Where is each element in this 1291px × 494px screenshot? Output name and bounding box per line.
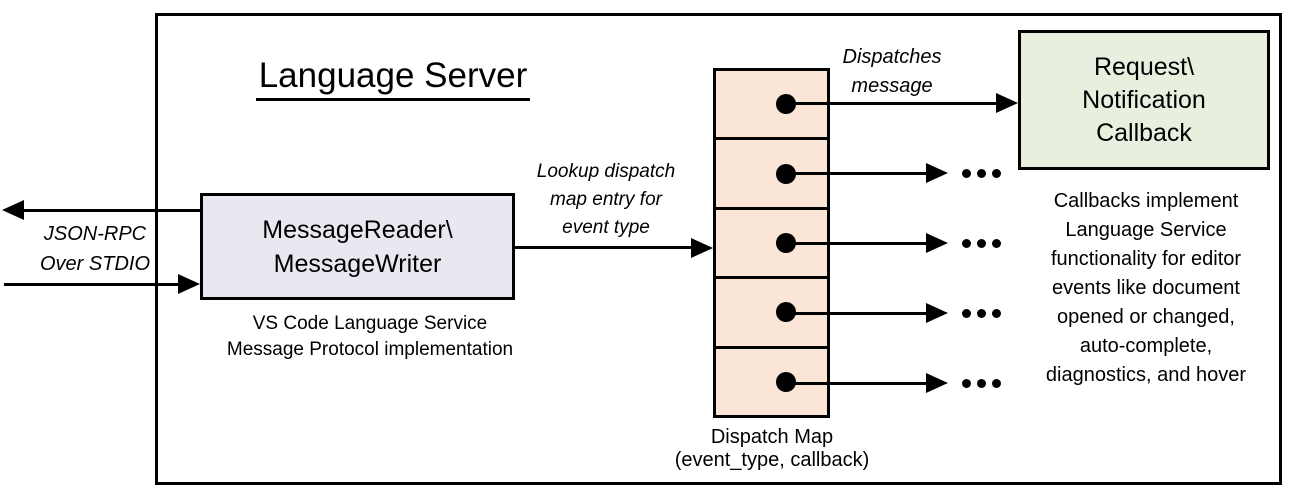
dispatch-map-caption: Dispatch Map (event_type, callback) (647, 426, 897, 472)
dispatch-arrow-1-line (786, 102, 998, 105)
callback-box-line3: Callback (1096, 118, 1192, 147)
dispatch-cell (716, 140, 827, 210)
dispatch-arrow-3-head-icon (926, 233, 948, 253)
callback-dot-icon (776, 371, 796, 392)
message-reader-writer-box: MessageReader\ MessageWriter (200, 193, 515, 300)
dispatches-label: Dispatches message (812, 43, 972, 101)
stdio-label: JSON-RPC Over STDIO (15, 219, 175, 279)
lookup-label-line2: map entry for (550, 189, 662, 210)
dispatch-arrow-1-head-icon (996, 93, 1018, 113)
callback-box-line2: Notification (1082, 85, 1206, 114)
language-server-boundary (155, 13, 1282, 485)
dispatch-cell (716, 209, 827, 280)
ellipsis-icon (958, 239, 1004, 248)
dispatches-label-line1: Dispatches (842, 46, 942, 68)
ellipsis-icon (958, 309, 1004, 318)
dispatches-label-line2: message (851, 75, 933, 97)
stdio-in-arrow-line (4, 283, 180, 286)
dispatch-arrow-4-head-icon (926, 303, 948, 323)
reader-caption-line2: Message Protocol implementation (226, 339, 514, 360)
ellipsis-icon (958, 169, 1004, 178)
reader-box-line2: MessageWriter (273, 249, 442, 278)
stdio-out-arrow-line (20, 209, 200, 212)
callbacks-note: Callbacks implement Language Service fun… (1028, 187, 1264, 390)
callbacks-note-line: diagnostics, and hover (1045, 364, 1247, 386)
callbacks-note-line: opened or changed, (1057, 306, 1235, 328)
lookup-arrow-line (515, 246, 693, 249)
reader-box-line1: MessageReader\ (262, 215, 453, 244)
lookup-label: Lookup dispatch map entry for event type (506, 158, 706, 242)
dispatch-arrow-5-line (786, 382, 926, 385)
callbacks-note-line: functionality for editor (1050, 248, 1242, 270)
dispatch-cell (716, 71, 827, 141)
dispatch-arrow-4-line (786, 312, 926, 315)
dispatch-arrow-3-line (786, 242, 926, 245)
stdio-label-line1: JSON-RPC (43, 223, 147, 245)
page-title-text: Language Server (255, 56, 531, 101)
map-caption-line1: Dispatch Map (710, 426, 834, 448)
page-title: Language Server (213, 56, 573, 101)
callbacks-note-line: Callbacks implement (1053, 190, 1239, 212)
stdio-label-line2: Over STDIO (39, 253, 150, 275)
reader-caption-line1: VS Code Language Service (252, 313, 488, 334)
map-caption-line2: (event_type, callback) (674, 449, 870, 471)
callbacks-note-line: events like document (1052, 277, 1240, 299)
request-notification-callback-box: Request\ Notification Callback (1018, 30, 1270, 170)
callbacks-note-line: auto-complete, (1079, 335, 1213, 357)
dispatch-cell (716, 348, 827, 416)
reader-box-caption: VS Code Language Service Message Protoco… (170, 311, 570, 363)
dispatch-arrow-5-head-icon (926, 373, 948, 393)
dispatch-arrow-2-head-icon (926, 163, 948, 183)
ellipsis-icon (958, 379, 1004, 388)
dispatch-map (713, 68, 830, 418)
stdio-out-arrowhead-icon (2, 200, 24, 220)
dispatch-arrow-2-line (786, 172, 926, 175)
lookup-label-line3: event type (562, 217, 650, 238)
stdio-in-arrowhead-icon (178, 274, 200, 294)
lookup-label-line1: Lookup dispatch (536, 161, 676, 182)
callbacks-note-line: Language Service (1065, 219, 1227, 241)
lookup-arrowhead-icon (691, 238, 713, 258)
callback-box-line1: Request\ (1093, 52, 1195, 81)
